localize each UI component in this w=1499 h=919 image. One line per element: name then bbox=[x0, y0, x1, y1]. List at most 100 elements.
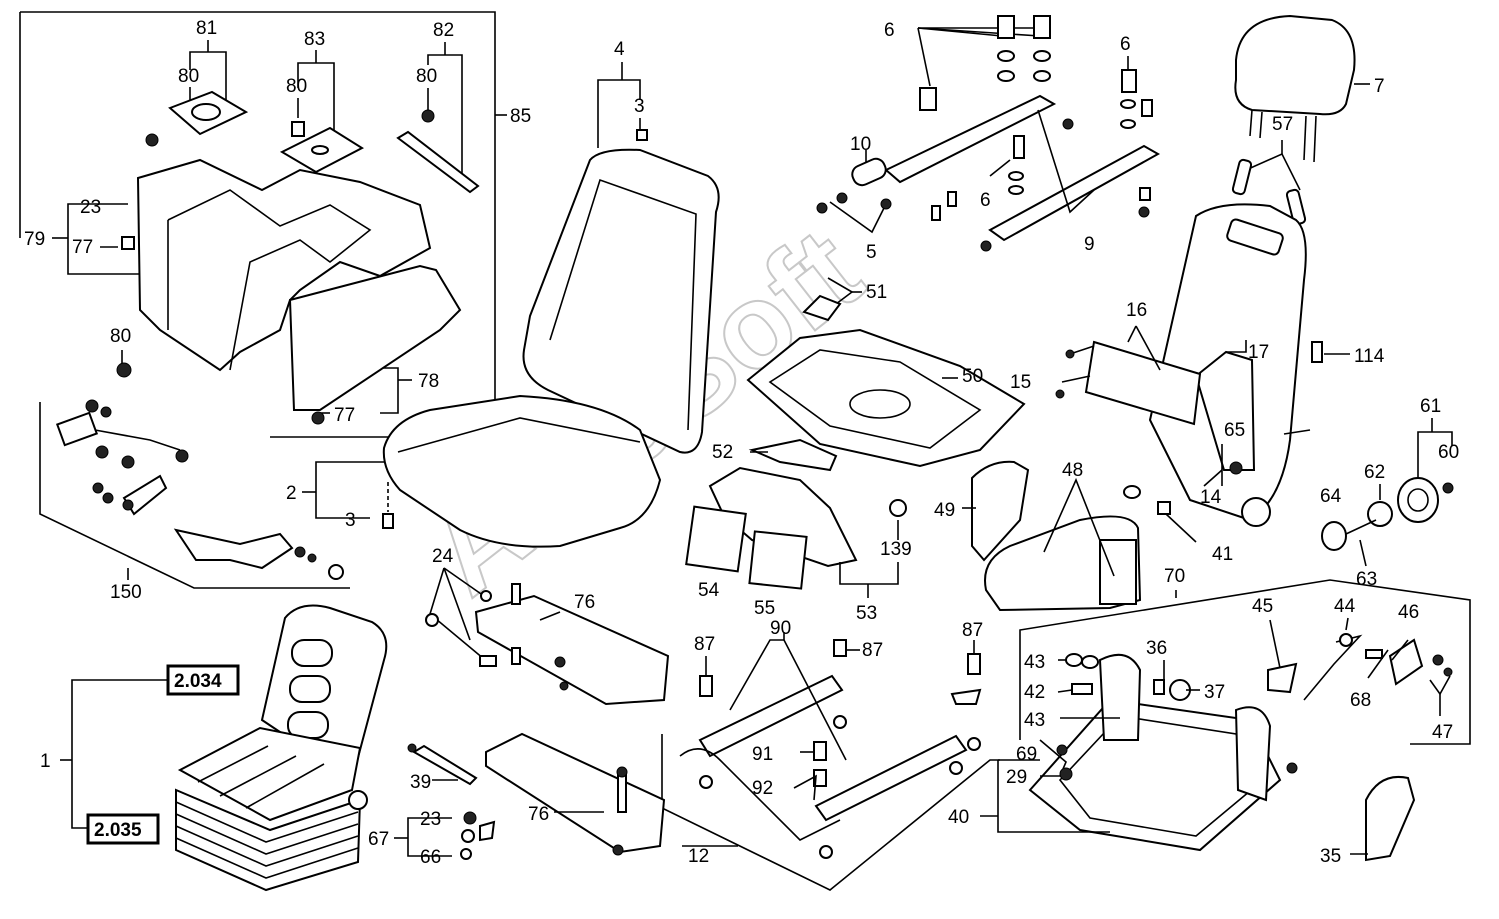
ref-box-2035 bbox=[86, 813, 160, 845]
label-17: 17 bbox=[1248, 342, 1269, 363]
label-39: 39 bbox=[410, 772, 431, 793]
label-87-a: 87 bbox=[694, 634, 715, 655]
label-6-c: 6 bbox=[980, 190, 991, 211]
seat-pan-group bbox=[685, 277, 1026, 598]
label-47: 47 bbox=[1432, 722, 1453, 743]
label-76-b: 76 bbox=[528, 804, 549, 825]
label-46: 46 bbox=[1398, 602, 1419, 623]
label-91: 91 bbox=[752, 744, 773, 765]
label-51: 51 bbox=[866, 282, 887, 303]
bracket-52 bbox=[748, 438, 838, 472]
label-3-b: 3 bbox=[345, 510, 356, 531]
label-1: 1 bbox=[40, 751, 51, 772]
label-7: 7 bbox=[1374, 76, 1385, 97]
label-5: 5 bbox=[866, 242, 877, 263]
label-48: 48 bbox=[1062, 460, 1083, 481]
label-6-a: 6 bbox=[884, 20, 895, 41]
bracket-plates bbox=[394, 567, 670, 860]
label-35: 35 bbox=[1320, 846, 1341, 867]
seat-pan bbox=[746, 328, 1026, 468]
label-2035: 2.035 bbox=[94, 820, 142, 841]
label-76-a: 76 bbox=[574, 592, 595, 613]
cover-35 bbox=[1365, 776, 1416, 862]
label-16: 16 bbox=[1126, 300, 1147, 321]
label-81: 81 bbox=[196, 18, 217, 39]
label-42: 42 bbox=[1024, 682, 1045, 703]
label-40: 40 bbox=[948, 807, 969, 828]
label-82: 82 bbox=[433, 20, 454, 41]
seat-rail-right bbox=[988, 144, 1161, 242]
label-79: 79 bbox=[24, 229, 45, 250]
label-78: 78 bbox=[418, 371, 439, 392]
label-92: 92 bbox=[752, 778, 773, 799]
label-87-c: 87 bbox=[962, 620, 983, 641]
complete-seat-cushion bbox=[177, 726, 362, 822]
label-65: 65 bbox=[1224, 420, 1245, 441]
cover-strip-82 bbox=[396, 130, 480, 194]
label-23-a: 23 bbox=[80, 197, 101, 218]
label-70: 70 bbox=[1164, 566, 1185, 587]
clip-55 bbox=[748, 530, 808, 590]
label-54: 54 bbox=[698, 580, 720, 601]
label-9: 9 bbox=[1084, 234, 1095, 255]
adjuster-knob bbox=[1397, 477, 1439, 523]
label-41: 41 bbox=[1212, 544, 1233, 565]
label-15: 15 bbox=[1010, 372, 1031, 393]
label-83: 83 bbox=[304, 29, 325, 50]
cushions bbox=[302, 62, 720, 548]
part-labels: 81 80 83 80 82 80 85 23 79 77 80 78 77 4… bbox=[24, 18, 1459, 868]
label-61: 61 bbox=[1420, 396, 1441, 417]
backrest-cushion bbox=[522, 148, 720, 454]
label-66: 66 bbox=[420, 847, 441, 868]
label-43-b: 43 bbox=[1024, 710, 1045, 731]
label-36: 36 bbox=[1146, 638, 1167, 659]
bracket-plate-upper bbox=[474, 594, 670, 706]
label-62: 62 bbox=[1364, 462, 1385, 483]
seat-rail-left bbox=[884, 94, 1057, 184]
ref-box-2034 bbox=[166, 664, 240, 696]
label-63: 63 bbox=[1356, 569, 1377, 590]
label-45: 45 bbox=[1252, 596, 1273, 617]
seat-cushion bbox=[382, 394, 662, 548]
label-53: 53 bbox=[856, 603, 877, 624]
seat-belt-kit bbox=[39, 399, 350, 589]
label-68: 68 bbox=[1350, 690, 1371, 711]
label-80-b: 80 bbox=[286, 76, 307, 97]
slide-16 bbox=[1084, 340, 1202, 426]
slide-rail-lower bbox=[814, 734, 968, 822]
seat-rails bbox=[816, 15, 1161, 252]
backrest-frame-group bbox=[1055, 14, 1370, 543]
label-10: 10 bbox=[850, 134, 871, 155]
label-52: 52 bbox=[712, 442, 733, 463]
label-24: 24 bbox=[432, 546, 454, 567]
label-4: 4 bbox=[614, 39, 625, 60]
label-87-b: 87 bbox=[862, 640, 883, 661]
label-60: 60 bbox=[1438, 442, 1459, 463]
adjuster-knob-group bbox=[1321, 418, 1454, 567]
complete-seat bbox=[60, 604, 388, 892]
slide-rail-assembly bbox=[661, 632, 1000, 891]
label-2: 2 bbox=[286, 483, 297, 504]
complete-seat-suspension bbox=[175, 788, 362, 892]
label-6-b: 6 bbox=[1120, 34, 1131, 55]
label-29: 29 bbox=[1006, 767, 1027, 788]
label-90: 90 bbox=[770, 618, 791, 639]
label-80-a: 80 bbox=[178, 66, 199, 87]
label-64: 64 bbox=[1320, 486, 1342, 507]
seat-base-group bbox=[980, 579, 1471, 862]
label-77-b: 77 bbox=[334, 405, 355, 426]
label-50: 50 bbox=[962, 366, 983, 387]
console-side-panel bbox=[288, 264, 462, 411]
label-2034: 2.034 bbox=[174, 671, 222, 692]
label-3-a: 3 bbox=[634, 96, 645, 117]
label-69: 69 bbox=[1016, 744, 1037, 765]
label-44: 44 bbox=[1334, 596, 1356, 617]
label-37: 37 bbox=[1204, 682, 1225, 703]
label-55: 55 bbox=[754, 598, 775, 619]
label-12: 12 bbox=[688, 846, 709, 867]
cover-49 bbox=[971, 460, 1030, 562]
label-43-a: 43 bbox=[1024, 652, 1045, 673]
label-150: 150 bbox=[110, 582, 142, 603]
headrest bbox=[1234, 14, 1356, 116]
console-group bbox=[19, 11, 507, 438]
